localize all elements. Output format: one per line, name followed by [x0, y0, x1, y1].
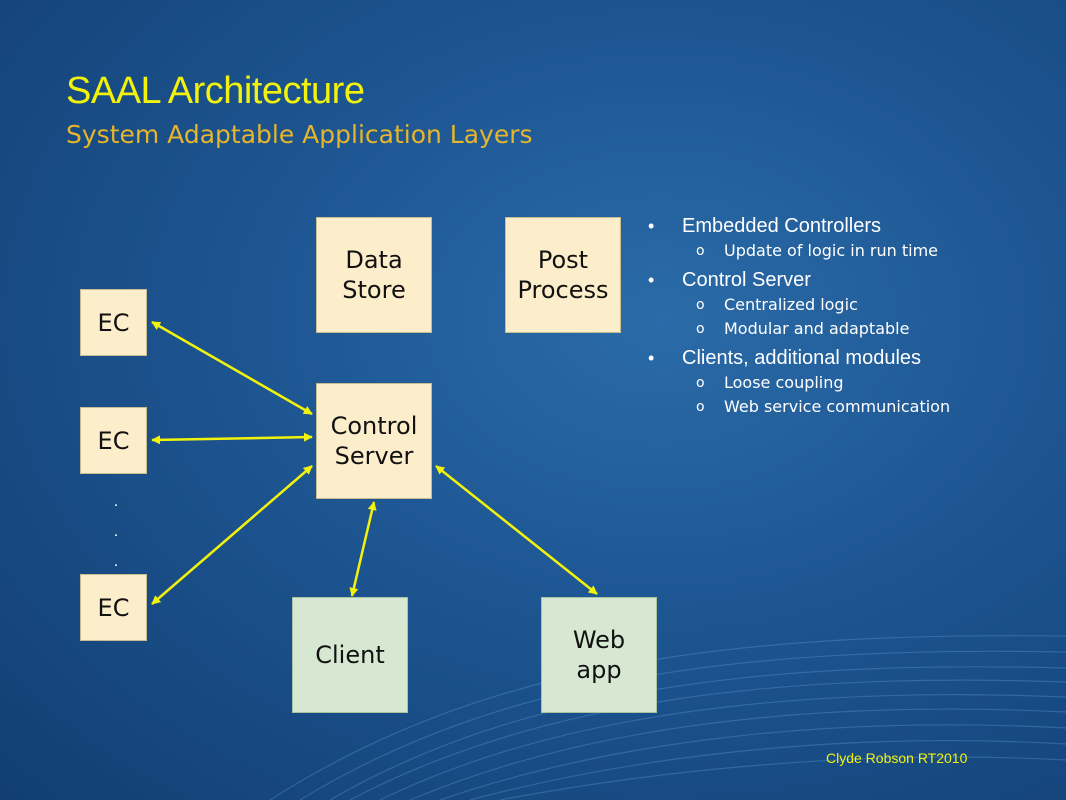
sub-bullet-text: Loose coupling	[724, 373, 844, 392]
control-server-box: Control Server	[316, 383, 432, 499]
author-credit: Clyde Robson RT2010	[826, 750, 968, 766]
data-store-box: Data Store	[316, 217, 432, 333]
web-app-label: Web app	[572, 626, 626, 684]
sub-bullet-item: o Centralized logic	[648, 293, 1048, 317]
bullet-item: • Clients, additional modules	[648, 345, 1048, 371]
sub-bullet-item: o Update of logic in run time	[648, 239, 1048, 263]
post-process-label: Post Process	[517, 246, 609, 304]
ec-label-2: EC	[97, 426, 130, 455]
slide-subtitle: System Adaptable Application Layers	[66, 120, 533, 149]
sub-bullet-text: Centralized logic	[724, 295, 858, 314]
ec-box-3: EC	[80, 574, 147, 641]
arrow-webapp-control-server	[435, 465, 598, 595]
sub-bullet-item: o Loose coupling	[648, 371, 1048, 395]
sub-bullet-text: Web service communication	[724, 397, 951, 416]
bullet-marker: •	[648, 270, 655, 290]
sub-bullet-marker: o	[696, 321, 705, 337]
sub-bullet-marker: o	[696, 375, 705, 391]
ec-ellipsis: . . .	[113, 493, 119, 570]
ec-box-2: EC	[80, 407, 147, 474]
bullet-item: • Embedded Controllers	[648, 213, 1048, 239]
post-process-box: Post Process	[505, 217, 621, 333]
web-app-box: Web app	[541, 597, 657, 713]
client-box: Client	[292, 597, 408, 713]
bullet-marker: •	[648, 216, 655, 236]
arrow-ec2-control-server	[151, 432, 313, 445]
sub-bullet-item: o Modular and adaptable	[648, 317, 1048, 341]
arrow-client-control-server	[349, 501, 377, 597]
sub-bullet-marker: o	[696, 243, 705, 259]
bullet-text: Control Server	[682, 269, 811, 291]
ec-label-1: EC	[97, 308, 130, 337]
arrow-ec3-control-server	[151, 465, 313, 605]
bullet-list: • Embedded Controllers o Update of logic i…	[648, 213, 1048, 419]
arrow-ec1-control-server	[151, 320, 313, 416]
bullet-marker: •	[648, 348, 655, 368]
sub-bullet-marker: o	[696, 297, 705, 313]
sub-bullet-text: Update of logic in run time	[724, 241, 939, 260]
ec-label-3: EC	[97, 593, 130, 622]
control-server-label: Control Server	[330, 412, 418, 470]
ec-box-1: EC	[80, 289, 147, 356]
sub-bullet-item: o Web service communication	[648, 395, 1048, 419]
bullet-item: • Control Server	[648, 267, 1048, 293]
bullet-text: Embedded Controllers	[682, 215, 881, 237]
sub-bullet-marker: o	[696, 399, 705, 415]
sub-bullet-text: Modular and adaptable	[724, 319, 910, 338]
slide-title: SAAL Architecture	[66, 70, 365, 112]
bullet-text: Clients, additional modules	[682, 347, 922, 369]
client-label: Client	[315, 641, 385, 669]
data-store-label: Data Store	[342, 246, 406, 304]
